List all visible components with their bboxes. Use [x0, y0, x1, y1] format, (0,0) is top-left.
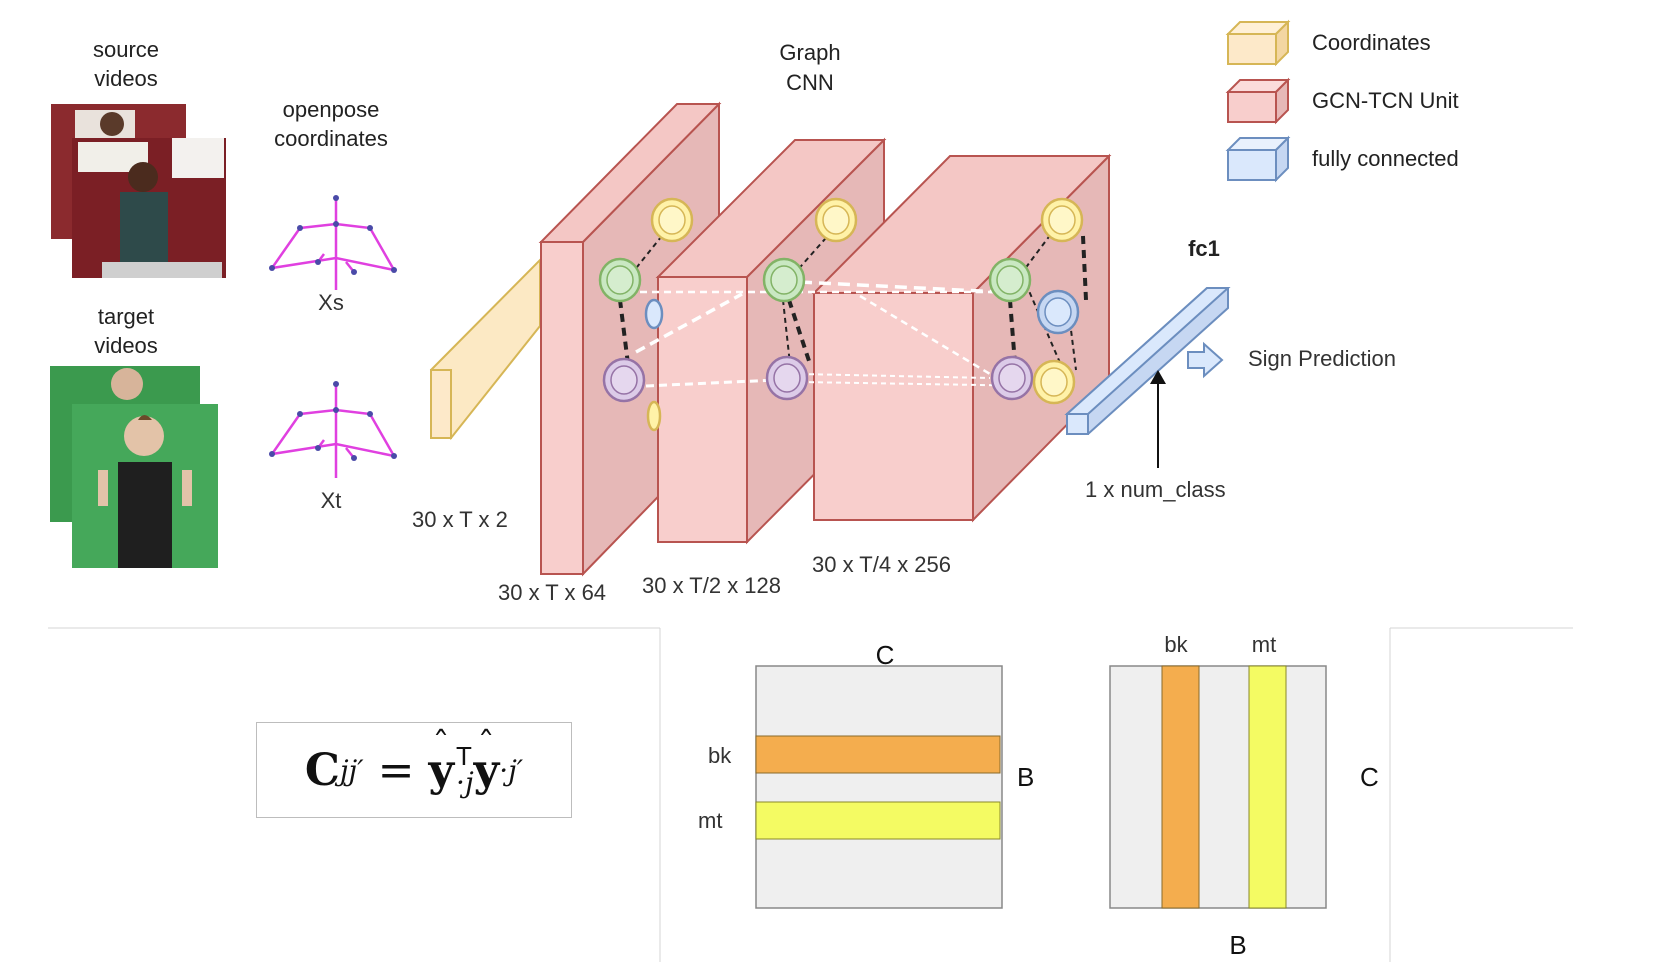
- matrix-right-right-label: C: [1360, 762, 1379, 792]
- skeleton-target-icon: [269, 382, 397, 478]
- skeleton-source-icon: [269, 196, 397, 290]
- matrix-right-mt-band: [1248, 665, 1287, 909]
- legend-fc-label: fully connected: [1312, 146, 1459, 171]
- matrix-left-bk-label: bk: [708, 743, 732, 768]
- num-class-label: 1 x num_class: [1085, 477, 1226, 502]
- correlation-formula: Cjj′ = yT·j y·j′: [256, 722, 572, 818]
- matrix-left-mt-label: mt: [698, 808, 722, 833]
- formula-y1-scripts: T·j: [456, 743, 474, 797]
- graph-cnn-label-line1: Graph: [779, 40, 840, 65]
- legend-coordinates-swatch: [1225, 19, 1291, 67]
- matrix-right-bk-label: bk: [1164, 632, 1188, 657]
- bottom-panel-dividers: [48, 627, 1573, 962]
- matrix-left-mt-band: [755, 801, 1001, 840]
- skeleton-target-joints: [269, 381, 397, 461]
- dim-gcn2-label: 30 x T/2 x 128: [642, 573, 781, 598]
- matrix-right-bk-band: [1161, 665, 1200, 909]
- formula-lhs-sub: jj′: [339, 753, 364, 787]
- dim-gcn3-label: 30 x T/4 x 256: [812, 552, 951, 577]
- fc1-block: [1064, 287, 1231, 435]
- source-videos-label-line2: videos: [94, 66, 158, 91]
- gcn-block-3: [811, 153, 1112, 523]
- matrix-left-top-label: C: [876, 640, 895, 670]
- sign-prediction-arrow-icon: [1187, 341, 1224, 379]
- dim-input-label: 30 x T x 2: [412, 507, 508, 532]
- sign-prediction-label: Sign Prediction: [1248, 346, 1396, 371]
- target-videos-label-line2: videos: [94, 333, 158, 358]
- matrix-right: [1109, 665, 1327, 909]
- dim-gcn1-label: 30 x T x 64: [498, 580, 606, 605]
- xs-label: Xs: [318, 290, 344, 315]
- coordinates-block: [429, 257, 541, 441]
- matrix-right-mt-label: mt: [1252, 632, 1276, 657]
- num-class-arrow-icon: [1150, 370, 1166, 468]
- matrix-left-right-label: B: [1017, 762, 1034, 792]
- xt-label: Xt: [321, 488, 342, 513]
- legend: Coordinates GCN-TCN Unit fully connected: [1225, 19, 1459, 183]
- matrix-left: [755, 665, 1003, 909]
- openpose-label-line2: coordinates: [274, 126, 388, 151]
- formula-y2-sub: ·j′: [499, 753, 524, 787]
- graph-nodes: [598, 197, 1084, 432]
- legend-coordinates-label: Coordinates: [1312, 30, 1431, 55]
- legend-gcn-swatch: [1225, 77, 1291, 125]
- formula-y2: y: [474, 725, 500, 796]
- target-videos-label-line1: target: [98, 304, 154, 329]
- fc1-label: fc1: [1188, 236, 1220, 261]
- legend-gcn-label: GCN-TCN Unit: [1312, 88, 1459, 113]
- formula-y1-sub: ·j: [456, 766, 474, 799]
- skeleton-source-joints: [269, 195, 397, 275]
- formula-y1-sup: T: [456, 741, 472, 771]
- matrix-left-bk-band: [755, 735, 1001, 774]
- graph-cnn-label-line2: CNN: [786, 70, 834, 95]
- source-video-thumbnails: [51, 104, 226, 278]
- source-videos-label-line1: source: [93, 37, 159, 62]
- target-video-thumbnails: [50, 366, 218, 568]
- openpose-label-line1: openpose: [283, 97, 380, 122]
- formula-y1: y: [428, 725, 454, 796]
- matrix-right-bottom-label: B: [1229, 930, 1246, 960]
- legend-fc-swatch: [1225, 135, 1291, 183]
- formula-lhs: C: [304, 744, 340, 796]
- formula-equals: =: [377, 744, 415, 796]
